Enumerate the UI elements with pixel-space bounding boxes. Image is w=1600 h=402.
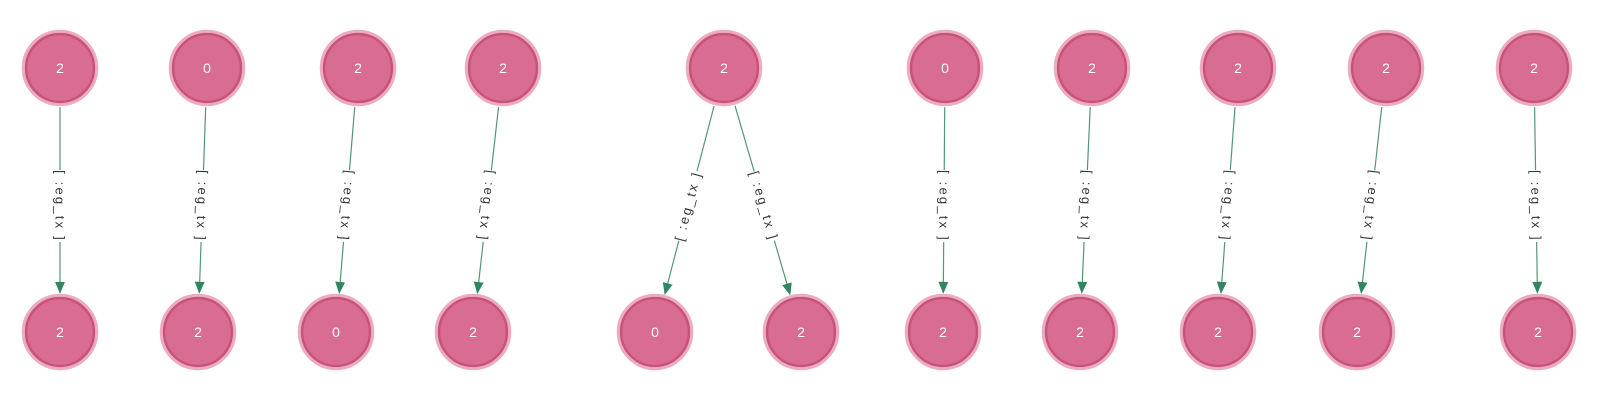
node-circle[interactable]	[437, 296, 509, 368]
node-circle[interactable]	[322, 32, 394, 104]
node-circle[interactable]	[1321, 296, 1393, 368]
node-value: 0	[332, 324, 340, 340]
node-halo-ring	[159, 293, 237, 371]
node-value: 0	[203, 60, 211, 76]
node-halo-ring	[21, 293, 99, 371]
edge-label[interactable]: [ :eg_tx ]	[935, 169, 953, 242]
node-halo-ring	[762, 293, 840, 371]
graph-node[interactable]: 0	[616, 293, 694, 371]
node-halo-ring	[21, 29, 99, 107]
graph-node[interactable]: 2	[762, 293, 840, 371]
node-halo-ring	[1347, 29, 1425, 107]
node-circle[interactable]	[688, 32, 760, 104]
graph-node[interactable]: 2	[1495, 29, 1573, 107]
node-value: 2	[194, 324, 202, 340]
node-value: 2	[1382, 60, 1390, 76]
graph-node[interactable]: 2	[685, 29, 763, 107]
node-halo-ring	[1318, 293, 1396, 371]
node-value: 2	[797, 324, 805, 340]
node-value: 2	[1353, 324, 1361, 340]
node-circle[interactable]	[162, 296, 234, 368]
node-halo-ring	[906, 29, 984, 107]
node-circle[interactable]	[1502, 296, 1574, 368]
graph-node[interactable]: 0	[168, 29, 246, 107]
node-circle[interactable]	[1056, 32, 1128, 104]
graph-node[interactable]: 0	[297, 293, 375, 371]
node-halo-ring	[297, 293, 375, 371]
node-value: 2	[56, 324, 64, 340]
node-value: 2	[1076, 324, 1084, 340]
node-halo-ring	[904, 293, 982, 371]
graph-node[interactable]: 2	[21, 293, 99, 371]
node-halo-ring	[1179, 293, 1257, 371]
node-circle[interactable]	[619, 296, 691, 368]
node-circle[interactable]	[171, 32, 243, 104]
node-circle[interactable]	[24, 296, 96, 368]
graph-node[interactable]: 2	[1347, 29, 1425, 107]
node-value: 2	[1534, 324, 1542, 340]
graph-node[interactable]: 2	[434, 293, 512, 371]
graph-node[interactable]: 2	[1041, 293, 1119, 371]
node-circle[interactable]	[300, 296, 372, 368]
edge-label[interactable]: [ :eg_tx ]	[1075, 169, 1096, 243]
node-halo-ring	[434, 293, 512, 371]
node-value: 2	[1530, 60, 1538, 76]
edge-label[interactable]: [ :eg_tx ]	[51, 170, 69, 242]
node-circle[interactable]	[909, 32, 981, 104]
graph-node[interactable]: 2	[1199, 29, 1277, 107]
node-value: 2	[720, 60, 728, 76]
graph-node[interactable]: 2	[21, 29, 99, 107]
node-value: 2	[499, 60, 507, 76]
graph-node[interactable]: 2	[1179, 293, 1257, 371]
node-circle[interactable]	[1498, 32, 1570, 104]
node-value: 2	[354, 60, 362, 76]
edge-label[interactable]: [ :eg_tx ]	[192, 169, 213, 243]
graph-node[interactable]: 2	[904, 293, 982, 371]
node-halo-ring	[1495, 29, 1573, 107]
graph-node[interactable]: 2	[1499, 293, 1577, 371]
node-value: 2	[1234, 60, 1242, 76]
node-value: 0	[651, 324, 659, 340]
node-circle[interactable]	[1202, 32, 1274, 104]
graph-node[interactable]: 2	[1318, 293, 1396, 371]
graph-node[interactable]: 0	[906, 29, 984, 107]
node-circle[interactable]	[467, 32, 539, 104]
node-halo-ring	[1199, 29, 1277, 107]
graph-node[interactable]: 2	[464, 29, 542, 107]
node-circle[interactable]	[1350, 32, 1422, 104]
node-halo-ring	[464, 29, 542, 107]
graph-node[interactable]: 2	[319, 29, 397, 107]
node-value: 2	[56, 60, 64, 76]
node-halo-ring	[1053, 29, 1131, 107]
node-circle[interactable]	[24, 32, 96, 104]
node-value: 2	[1088, 60, 1096, 76]
graph-node[interactable]: 2	[1053, 29, 1131, 107]
node-value: 2	[939, 324, 947, 340]
node-circle[interactable]	[1182, 296, 1254, 368]
node-value: 2	[1214, 324, 1222, 340]
node-halo-ring	[1041, 293, 1119, 371]
node-halo-ring	[685, 29, 763, 107]
node-circle[interactable]	[765, 296, 837, 368]
edge-label[interactable]: [ :eg_tx ]	[1527, 169, 1546, 243]
node-value: 2	[469, 324, 477, 340]
node-halo-ring	[168, 29, 246, 107]
node-circle[interactable]	[1044, 296, 1116, 368]
graph-node[interactable]: 2	[159, 293, 237, 371]
node-halo-ring	[1499, 293, 1577, 371]
node-halo-ring	[319, 29, 397, 107]
node-circle[interactable]	[907, 296, 979, 368]
node-halo-ring	[616, 293, 694, 371]
node-value: 0	[941, 60, 949, 76]
